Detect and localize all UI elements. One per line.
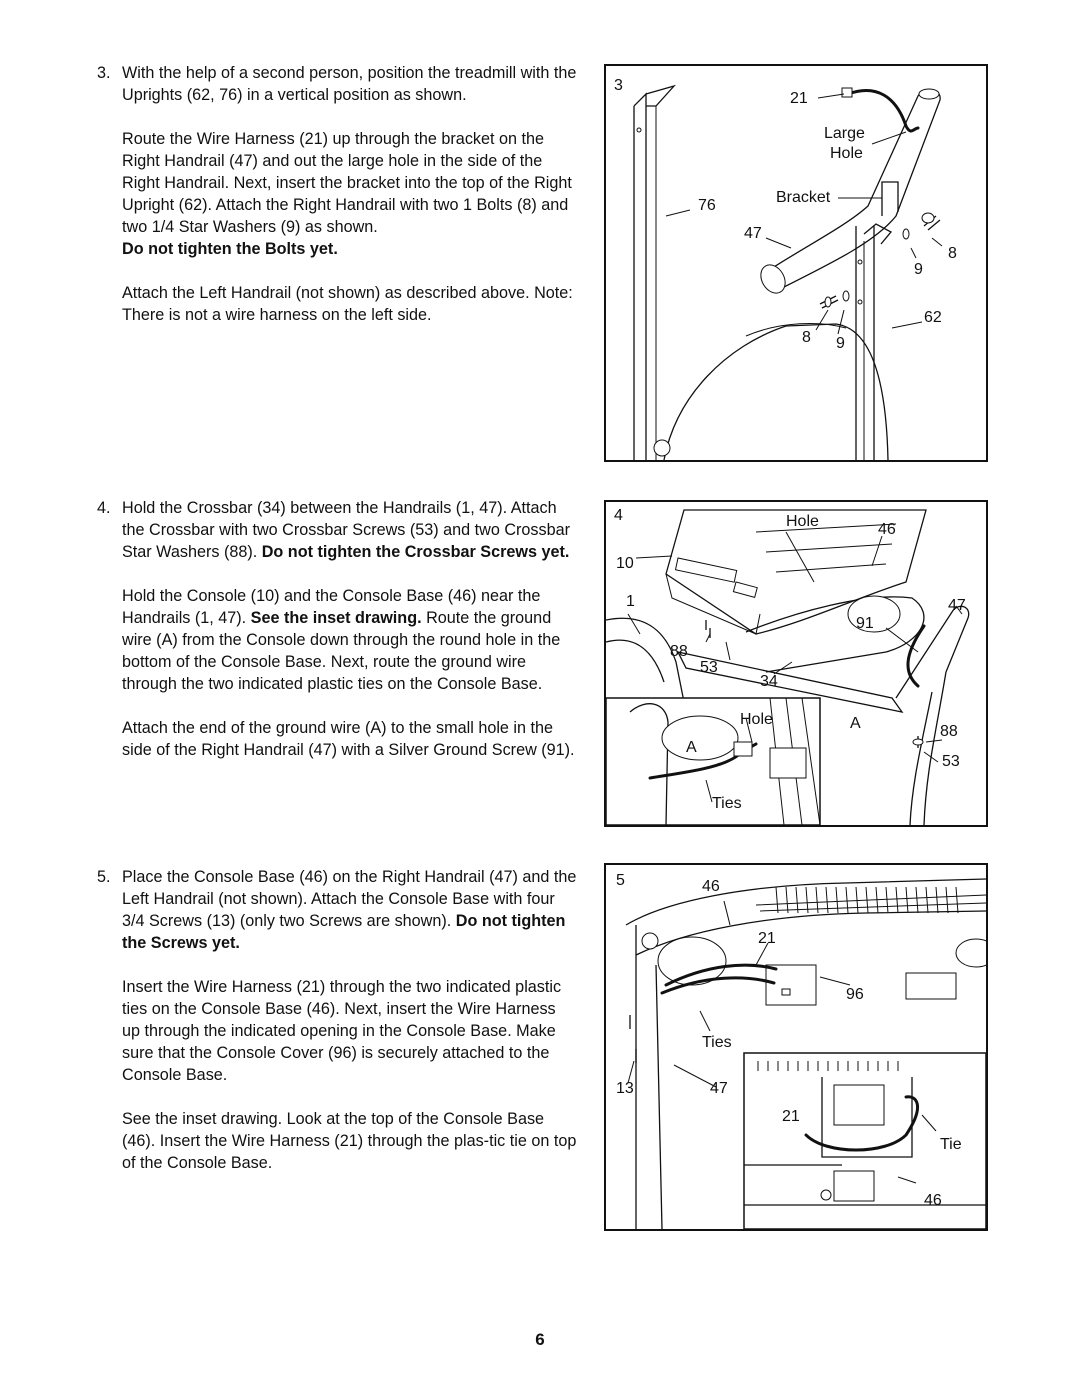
- handrail-1-drawing: [606, 617, 685, 703]
- handrail-drawing: [635, 925, 663, 1229]
- figure-step-3: 3 21 Large Hole 76 Bracket 47 8 9 62 8 9: [604, 64, 988, 462]
- step-5: 5. Place the Console Base (46) on the Ri…: [97, 866, 577, 1174]
- callout-76: 76: [698, 197, 716, 214]
- inset-callout-hole: Hole: [740, 711, 773, 728]
- step-number: 4.: [97, 499, 111, 517]
- inset-callout-21: 21: [782, 1108, 800, 1125]
- inset-callout-tie: Tie: [940, 1136, 962, 1153]
- callout-21: 21: [790, 90, 808, 107]
- figure-step-5: 5 46 21 96 Ties 13 47 21 Tie 46: [604, 863, 988, 1231]
- step-4-paragraph-2: Hold the Console (10) and the Console Ba…: [122, 587, 561, 693]
- step-3-paragraph-2: Route the Wire Harness (21) up through t…: [122, 130, 572, 258]
- bracket-drawing: [881, 181, 899, 216]
- callout-bracket: Bracket: [776, 189, 831, 206]
- callout-10: 10: [616, 555, 634, 572]
- callout-8b: 8: [802, 329, 811, 346]
- figure-step-label: 5: [616, 872, 625, 889]
- ground-wire-drawing: [906, 624, 926, 688]
- callout-hole: Hole: [786, 513, 819, 530]
- callout-53: 53: [700, 659, 718, 676]
- inset-drawing: [757, 1061, 899, 1071]
- callout-8: 8: [948, 245, 957, 262]
- page-number: 6: [535, 1330, 545, 1349]
- step-3: 3. With the help of a second person, pos…: [97, 62, 577, 326]
- warning-text: Do not tighten the Bolts yet.: [122, 240, 338, 258]
- console-drawing: [665, 509, 927, 635]
- inset-callout-a: A: [686, 739, 697, 756]
- inset-callout-ties: Ties: [712, 795, 742, 812]
- callout-34: 34: [760, 673, 778, 690]
- callout-9b: 9: [836, 335, 845, 352]
- callout-1: 1: [626, 593, 635, 610]
- console-cover-drawing: [765, 964, 817, 1006]
- step-4: 4. Hold the Crossbar (34) between the Ha…: [97, 497, 577, 761]
- callout-96: 96: [846, 986, 864, 1003]
- callout-88-right: 88: [940, 723, 958, 740]
- callout-13: 13: [616, 1080, 634, 1097]
- callout-47: 47: [948, 597, 966, 614]
- step-number: 3.: [97, 64, 111, 82]
- inset-drawing: [629, 703, 669, 825]
- callout-53-right: 53: [942, 753, 960, 770]
- callout-46: 46: [702, 878, 720, 895]
- step-number: 5.: [97, 868, 111, 886]
- step-5-paragraph-2: Insert the Wire Harness (21) through the…: [122, 978, 562, 1084]
- step-3-paragraph-3: Attach the Left Handrail (not shown) as …: [122, 284, 573, 324]
- callout-large-hole-line1: Large: [824, 125, 865, 142]
- callout-9: 9: [914, 261, 923, 278]
- callout-a: A: [850, 715, 861, 732]
- figure-step-label: 3: [614, 77, 623, 94]
- step-3-paragraph-1: With the help of a second person, positi…: [122, 64, 577, 104]
- wire-harness-drawing: [846, 89, 920, 133]
- callout-88: 88: [670, 643, 688, 660]
- figure-step-4: 4 Hole 46 10 1 47 91 88 53 34 Hole A A 8…: [604, 500, 988, 827]
- upright-76-drawing: [633, 84, 676, 460]
- crossbar-drawing: [676, 651, 904, 713]
- step-5-paragraph-3: See the inset drawing. Look at the top o…: [122, 1110, 577, 1172]
- callout-large-hole-line2: Hole: [830, 145, 863, 162]
- callout-ties: Ties: [702, 1034, 732, 1051]
- base-drawing: [663, 323, 889, 460]
- callout-91: 91: [856, 615, 874, 632]
- callout-47: 47: [710, 1080, 728, 1097]
- step-4-paragraph-3: Attach the end of the ground wire (A) to…: [122, 719, 575, 759]
- console-base-drawing: [625, 878, 986, 956]
- handrail-47-drawing: [895, 605, 970, 699]
- callout-47: 47: [744, 225, 762, 242]
- inset-callout-46: 46: [924, 1192, 942, 1209]
- warning-text: Do not tighten the Screws yet.: [122, 912, 566, 952]
- wire-harness-drawing: [660, 963, 778, 995]
- step-5-paragraph-1: Place the Console Base (46) on the Right…: [122, 868, 577, 952]
- emphasis-text: See the inset drawing.: [250, 609, 422, 627]
- upright-62-drawing: [855, 226, 875, 460]
- figure-step-label: 4: [614, 507, 623, 524]
- callout-62: 62: [924, 309, 942, 326]
- warning-text: Do not tighten the Crossbar Screws yet.: [261, 543, 570, 561]
- console-base-drawing: [745, 596, 925, 673]
- callout-46: 46: [878, 521, 896, 538]
- step-4-paragraph-1: Hold the Crossbar (34) between the Handr…: [122, 499, 571, 561]
- callout-21: 21: [758, 930, 776, 947]
